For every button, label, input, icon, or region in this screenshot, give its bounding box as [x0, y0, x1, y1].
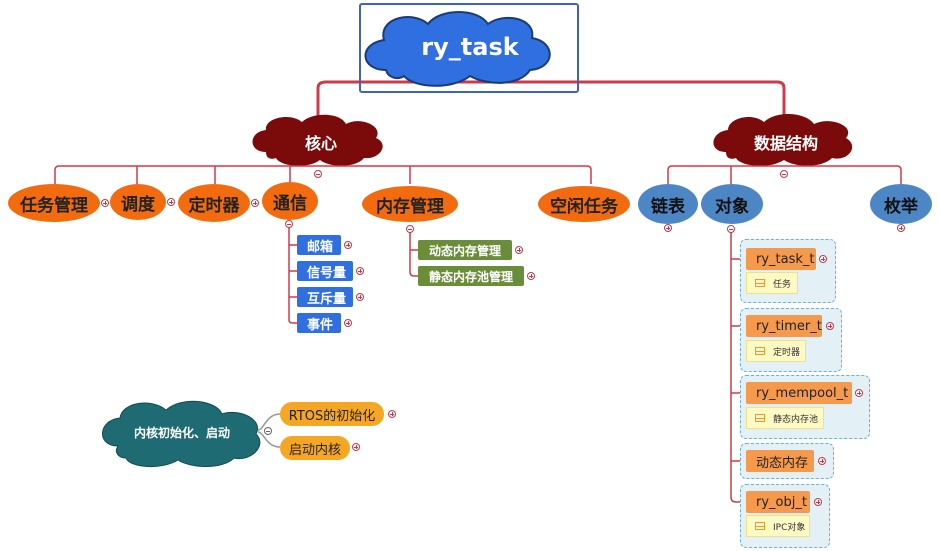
object-note-mempool: 静态内存池 — [746, 407, 824, 429]
init-connectors — [257, 413, 281, 448]
node-memory-manage[interactable]: 内存管理 — [362, 186, 458, 222]
init-title[interactable]: 内核初始化、启动 — [133, 425, 230, 440]
object-ry-timer-t[interactable]: ry_timer_t — [746, 315, 822, 337]
note-icon — [755, 347, 765, 355]
memory-connectors — [409, 232, 418, 277]
ry-obj-t-expand-icon[interactable] — [814, 498, 822, 506]
comm-mutex[interactable]: 互斥量 — [297, 287, 353, 307]
node-task-manage[interactable]: 任务管理 — [8, 184, 100, 222]
comm-semaphore[interactable]: 信号量 — [297, 261, 353, 281]
event-expand-icon[interactable] — [344, 319, 352, 327]
object-ry-obj-t[interactable]: ry_obj_t — [746, 491, 810, 513]
core-cloud — [252, 114, 383, 166]
memory-collapse-icon[interactable] — [406, 225, 414, 233]
note-text: IPC对象 — [773, 522, 806, 533]
init-start-kernel[interactable]: 启动内核 — [280, 436, 350, 460]
note-icon — [755, 279, 765, 287]
data-struct-title[interactable]: 数据结构 — [753, 134, 818, 153]
note-icon — [755, 414, 765, 422]
core-children-connectors — [54, 165, 592, 184]
mailbox-expand-icon[interactable] — [344, 241, 352, 249]
ry-mempool-t-expand-icon[interactable] — [855, 389, 863, 397]
init-collapse-icon[interactable] — [264, 427, 272, 435]
enum-expand-icon[interactable] — [897, 224, 905, 232]
comm-event[interactable]: 事件 — [297, 313, 341, 333]
node-comm[interactable]: 通信 — [262, 182, 318, 220]
root-title[interactable]: ry_task — [421, 33, 519, 61]
semaphore-expand-icon[interactable] — [356, 267, 364, 275]
init-rtos-expand-icon[interactable] — [388, 410, 396, 418]
node-schedule[interactable]: 调度 — [110, 184, 166, 220]
node-enum[interactable]: 枚举 — [870, 184, 932, 224]
node-object[interactable]: 对象 — [701, 184, 763, 224]
memory-static-pool[interactable]: 静态内存池管理 — [418, 266, 524, 286]
task-manage-expand-icon[interactable] — [101, 199, 109, 207]
object-ry-mempool-t[interactable]: ry_mempool_t — [746, 382, 852, 404]
init-rtos[interactable]: RTOS的初始化 — [280, 402, 384, 426]
ds-children-connectors — [667, 165, 902, 184]
core-title[interactable]: 核心 — [304, 134, 337, 153]
dynamic-memory-expand-icon[interactable] — [515, 246, 523, 254]
root-cloud — [364, 11, 551, 87]
note-text: 任务 — [773, 279, 792, 290]
note-text: 静态内存池 — [773, 414, 819, 425]
schedule-expand-icon[interactable] — [167, 198, 175, 206]
core-collapse-icon[interactable] — [314, 170, 322, 178]
comm-connectors — [288, 226, 297, 324]
static-pool-expand-icon[interactable] — [527, 272, 535, 280]
data-struct-collapse-icon[interactable] — [780, 170, 788, 178]
root-connector — [316, 80, 786, 128]
node-linked-list[interactable]: 链表 — [638, 184, 698, 224]
node-timer[interactable]: 定时器 — [178, 184, 250, 222]
object-note-timer: 定时器 — [746, 340, 806, 362]
object-collapse-icon[interactable] — [727, 225, 735, 233]
memory-dynamic[interactable]: 动态内存管理 — [418, 240, 512, 260]
object-note-ipc: IPC对象 — [746, 515, 810, 537]
object-dynamic-memory[interactable]: 动态内存 — [746, 450, 814, 472]
timer-expand-icon[interactable] — [251, 199, 259, 207]
node-idle-task[interactable]: 空闲任务 — [538, 186, 630, 222]
linked-list-expand-icon[interactable] — [664, 224, 672, 232]
ry-task-t-expand-icon[interactable] — [819, 255, 827, 263]
data-struct-cloud — [713, 113, 853, 166]
init-cloud — [102, 400, 261, 467]
mutex-expand-icon[interactable] — [356, 293, 364, 301]
note-icon — [755, 522, 765, 530]
object-ry-task-t[interactable]: ry_task_t — [746, 248, 816, 270]
init-start-kernel-expand-icon[interactable] — [352, 443, 360, 451]
root-selection-frame — [359, 3, 579, 93]
dynamic-memory-obj-expand-icon[interactable] — [818, 457, 826, 465]
note-text: 定时器 — [773, 347, 801, 358]
object-note-task: 任务 — [746, 272, 798, 294]
ry-timer-t-expand-icon[interactable] — [826, 322, 834, 330]
comm-collapse-icon[interactable] — [285, 220, 293, 228]
comm-mailbox[interactable]: 邮箱 — [297, 235, 341, 255]
